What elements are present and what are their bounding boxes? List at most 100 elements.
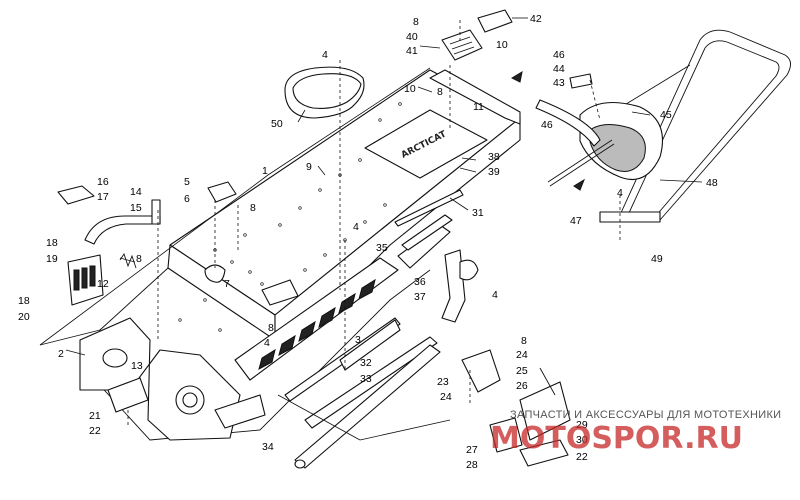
callout-18: 18 (18, 295, 30, 307)
callout-19: 19 (46, 253, 58, 265)
callout-30: 30 (576, 434, 588, 446)
callout-49: 49 (651, 253, 663, 265)
callout-47: 47 (570, 215, 582, 227)
callout-4: 4 (492, 289, 498, 301)
callout-46: 46 (553, 49, 565, 61)
callout-38: 38 (488, 151, 500, 163)
callout-9: 9 (306, 161, 312, 173)
seat-pad (284, 66, 365, 119)
seat-pad-top (292, 73, 362, 109)
callout-5: 5 (184, 176, 190, 188)
callout-36: 36 (414, 276, 426, 288)
callout-27: 27 (466, 444, 478, 456)
callout-16: 16 (97, 176, 109, 188)
callout-22: 22 (89, 425, 101, 437)
rear-light-housing (535, 73, 664, 187)
callout-13: 13 (131, 360, 143, 372)
callout-32: 32 (360, 357, 372, 369)
callout-28: 28 (466, 459, 478, 471)
bumper-tube-end (294, 459, 306, 469)
bracket-6 (207, 181, 237, 203)
callout-34: 34 (262, 441, 274, 453)
callout-1: 1 (262, 165, 268, 177)
callout-3: 3 (355, 334, 361, 346)
foot-pan-21 (107, 377, 149, 413)
callout-46: 46 (541, 119, 553, 131)
callout-8: 8 (136, 253, 142, 265)
spring-12 (119, 257, 136, 263)
bulkhead-cutout (102, 348, 128, 368)
callout-10: 10 (496, 39, 508, 51)
callout-11: 11 (473, 101, 484, 113)
callout-20: 20 (18, 311, 30, 323)
callout-4: 4 (322, 49, 328, 61)
front-bulkhead (79, 317, 266, 441)
callout-2: 2 (58, 348, 64, 360)
rear-brace-11 (429, 69, 521, 125)
rack-base-bar (599, 211, 661, 223)
arrow-marker (510, 70, 523, 83)
watermark: ЗАПЧАСТИ И АКСЕССУАРЫ ДЛЯ МОТОТЕХНИКИ MO… (490, 409, 781, 456)
callout-14: 14 (130, 186, 142, 198)
heel-guard-22 (519, 439, 569, 467)
callout-29: 29 (576, 419, 588, 431)
running-board-rails (234, 257, 441, 469)
leader-lines (39, 17, 703, 441)
footrest-rail (304, 336, 438, 429)
skid-bracket (339, 319, 401, 371)
callout-26: 26 (516, 380, 528, 392)
snowflap-tab (401, 214, 453, 251)
callout-4: 4 (617, 187, 623, 199)
callout-25: 25 (516, 365, 528, 377)
footrest-plate (519, 381, 571, 441)
callout-24: 24 (516, 349, 528, 361)
latch-cover (441, 29, 483, 61)
bracket-23 (461, 349, 501, 393)
callout-22: 22 (576, 451, 588, 463)
callout-21: 21 (89, 410, 101, 422)
callout-43: 43 (553, 77, 565, 89)
rear-flap-strip (535, 99, 601, 147)
bulkhead-pocket (214, 394, 266, 429)
callout-18: 18 (46, 237, 58, 249)
taillight-lens (589, 124, 646, 172)
foot-pan-assembly (107, 349, 571, 467)
rear-rack (599, 29, 791, 223)
callout-33: 33 (360, 373, 372, 385)
callout-4: 4 (353, 221, 359, 233)
arrow-marker (573, 178, 586, 191)
rail-31 (394, 189, 464, 227)
callout-39: 39 (488, 166, 500, 178)
callout-45: 45 (660, 109, 672, 121)
watermark-tagline: ЗАПЧАСТИ И АКСЕССУАРЫ ДЛЯ МОТОТЕХНИКИ (510, 409, 781, 421)
callout-42: 42 (530, 13, 542, 25)
running-board-brace (234, 257, 399, 381)
callout-24: 24 (440, 391, 452, 403)
callout-4: 4 (264, 337, 270, 349)
callout-31: 31 (472, 207, 484, 219)
callout-8: 8 (268, 322, 274, 334)
callout-8: 8 (413, 16, 419, 28)
callout-6: 6 (184, 193, 190, 205)
callout-10: 10 (404, 83, 416, 95)
bracket-37-tab (459, 259, 479, 281)
snowflap-bracket (394, 189, 464, 269)
rod-46 (547, 139, 613, 183)
callout-8: 8 (437, 86, 443, 98)
bulkhead-opening-inner (182, 392, 198, 408)
bracket-37 (441, 249, 466, 323)
callout-8: 8 (250, 202, 256, 214)
callout-40: 40 (406, 31, 418, 43)
callout-7: 7 (224, 278, 230, 290)
bracket-19-slots (73, 265, 96, 291)
handle-15 (84, 215, 161, 245)
clip-7 (204, 264, 226, 283)
bulkhead-plate (79, 317, 241, 441)
callout-50: 50 (271, 118, 283, 130)
bracket-44 (569, 73, 593, 89)
latch-plate (477, 9, 513, 33)
running-board-holes (258, 278, 376, 370)
direction-arrows (510, 70, 586, 191)
seat-latch-assembly (429, 9, 521, 125)
callout-48: 48 (706, 177, 718, 189)
